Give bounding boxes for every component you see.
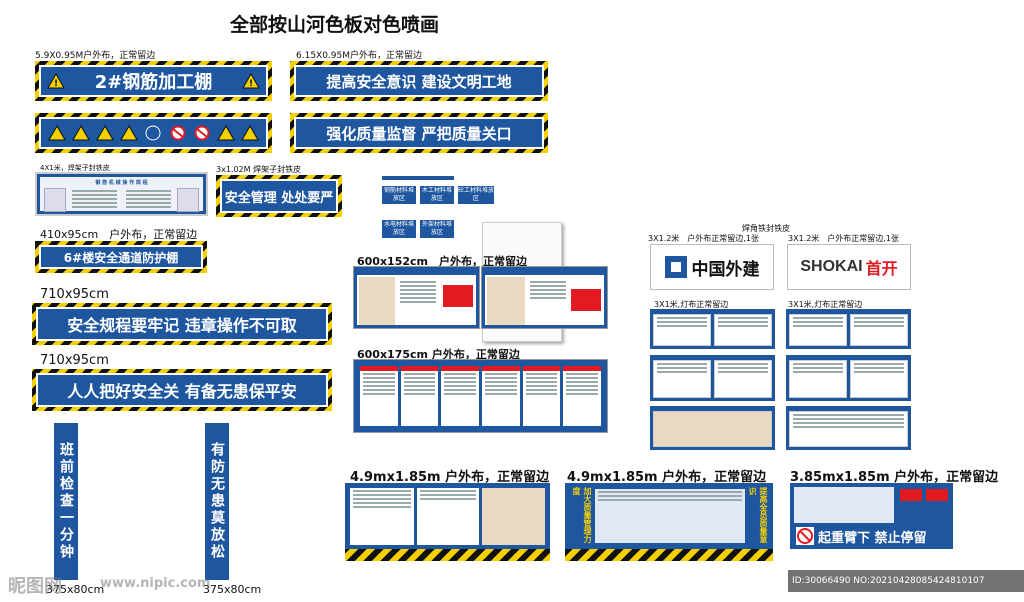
spec-label: 焊角铁封铁皮: [742, 224, 790, 233]
banner-everyone-safety: 人人把好安全关 有备无患保平安: [32, 369, 332, 411]
spec-label: 4X1米，焊架子封铁皮: [40, 164, 110, 172]
material-sign: 外架材料堆放区: [420, 220, 454, 238]
panel-callout: [443, 285, 473, 307]
spec-label: 4.9mx1.85m 户外布，正常留边: [350, 470, 550, 485]
warning-icon: [72, 125, 91, 141]
crane-warning-text: 起重臂下 禁止停留: [818, 531, 927, 546]
warning-icon: [48, 125, 66, 141]
banner-safety-passage: 6#楼安全通道防护棚: [35, 241, 207, 273]
board-thumb: [44, 188, 66, 212]
warning-icon: [96, 125, 115, 141]
board-process: [345, 483, 550, 565]
panel-illustration: [487, 277, 525, 325]
board-crane-warning: 起重臂下 禁止停留: [790, 483, 953, 565]
logo-sign-cscec: 中国外建: [650, 244, 774, 290]
banner-safety-icons: [35, 113, 272, 153]
board-thumb: [177, 188, 199, 212]
prohibition-icon: [169, 125, 187, 141]
watermark-id-bar: ID:30066490 NO:20210428085424810107: [788, 570, 1024, 592]
warning-icon: [216, 125, 235, 141]
warning-icon: [120, 125, 139, 141]
banner-text: 2#钢筋加工棚: [94, 72, 213, 93]
banner-text: 提高安全意识 建设文明工地: [294, 65, 544, 97]
education-panel: [353, 266, 480, 329]
svg-text:!: !: [54, 79, 58, 89]
svg-text:!: !: [249, 79, 253, 89]
banner-text: 强化质量监督 严把质量关口: [294, 117, 544, 149]
banner-quality-supervision: 强化质量监督 严把质量关口: [290, 113, 548, 153]
prohibition-icon: [193, 125, 211, 141]
spec-label: 5.9X0.95M户外布，正常留边: [35, 51, 156, 61]
page-title: 全部按山河色板对色喷画: [230, 14, 440, 36]
company-name-cn: 首开: [865, 259, 898, 278]
company-logo-icon: [664, 256, 687, 278]
mandatory-icon: [144, 125, 162, 141]
spec-label: 6.15X0.95M户外布，正常留边: [296, 51, 423, 61]
rules-board: 钢 筋 机 械 操 作 规 程: [35, 172, 208, 216]
board-side-text: 加大质量管理力度: [572, 487, 592, 543]
spec-label: 3X1.2米 户外布正常留边,1张: [788, 234, 899, 243]
banner-text: 人人把好安全关 有备无患保平安: [36, 373, 328, 407]
lightbox-panel: [650, 406, 775, 450]
lightbox-panel: [650, 309, 775, 349]
banner-steel-shed: ! 2#钢筋加工棚 !: [35, 61, 272, 101]
lightbox-panel: [786, 355, 911, 401]
vertical-banner-prevent: 有防无患莫放松: [205, 423, 229, 580]
banner-safety-management: 安全管理 处处要严: [216, 175, 342, 217]
logo-sign-shoukai: SHOKAI 首开: [787, 244, 911, 290]
material-signs-group: 钢筋材料堆放区 木工材料堆放区 水电材料堆放区 外架材料堆放区: [382, 176, 455, 240]
lightbox-panel: [786, 309, 911, 349]
board-quality: 加大质量管理力度 提高全员质量意识: [565, 483, 773, 565]
banner-text: 6#楼安全通道防护棚: [39, 245, 203, 269]
spec-label: 710x95cm: [40, 287, 109, 302]
no-standing-icon: [796, 527, 814, 545]
banner-text: 安全规程要牢记 违章操作不可取: [36, 307, 328, 341]
watermark-id: ID:30066490 NO:20210428085424810107: [792, 576, 985, 586]
spec-label: 600x152cm 户外布，正常留边: [357, 255, 527, 268]
education-board-wide: [353, 359, 608, 433]
warning-triangle-icon: !: [47, 73, 65, 89]
spec-label: 3X1米,灯布正常留边: [788, 300, 863, 309]
banner-safety-rules: 安全规程要牢记 违章操作不可取: [32, 303, 332, 345]
red-tag: [926, 489, 948, 501]
spec-label: 600x175cm 户外布，正常留边: [357, 348, 520, 361]
lightbox-panel: [786, 406, 911, 450]
spec-label: 3.85mx1.85m 户外布，正常留边: [790, 470, 999, 485]
spec-label: 410x95cm 户外布，正常留边: [40, 228, 198, 241]
spec-label: 375x80cm: [46, 583, 105, 596]
company-name-latin: SHOKAI: [800, 258, 863, 275]
banner-text: 安全管理 处处要严: [220, 179, 338, 213]
spec-label: 4.9mx1.85m 户外布，正常留边: [567, 470, 767, 485]
warning-triangle-icon: !: [242, 73, 260, 89]
panel-callout: [571, 289, 601, 311]
rules-board-title: 钢 筋 机 械 操 作 规 程: [95, 180, 148, 186]
education-panel: [481, 266, 608, 329]
spec-label: 3x1.02M 焊架子封铁皮: [216, 165, 302, 174]
spec-label: 3X1.2米 户外布正常留边,1张: [648, 234, 759, 243]
vertical-banner-check: 班前检查一分钟: [54, 423, 78, 580]
spec-label: 375x80cm: [203, 583, 262, 596]
spec-label: 3X1米,灯布正常留边: [654, 300, 729, 309]
red-tag: [900, 489, 922, 501]
spec-label: 710x95cm: [40, 353, 109, 368]
banner-safety-awareness: 提高安全意识 建设文明工地: [290, 61, 548, 101]
material-sign: 钢筋材料堆放区: [382, 186, 416, 204]
board-side-text: 提高全员质量意识: [748, 487, 768, 543]
material-sign: 水电材料堆放区: [382, 220, 416, 238]
lightbox-panel: [650, 355, 775, 401]
company-name: 中国外建: [691, 259, 760, 280]
watermark-url: www.nipic.com: [100, 576, 211, 591]
material-sign: 砼工材料堆放区: [458, 186, 495, 204]
panel-illustration: [359, 277, 395, 325]
warning-icon: [241, 125, 259, 141]
material-sign: 木工材料堆放区: [420, 186, 454, 204]
watermark-logo: 昵图网: [8, 576, 62, 597]
